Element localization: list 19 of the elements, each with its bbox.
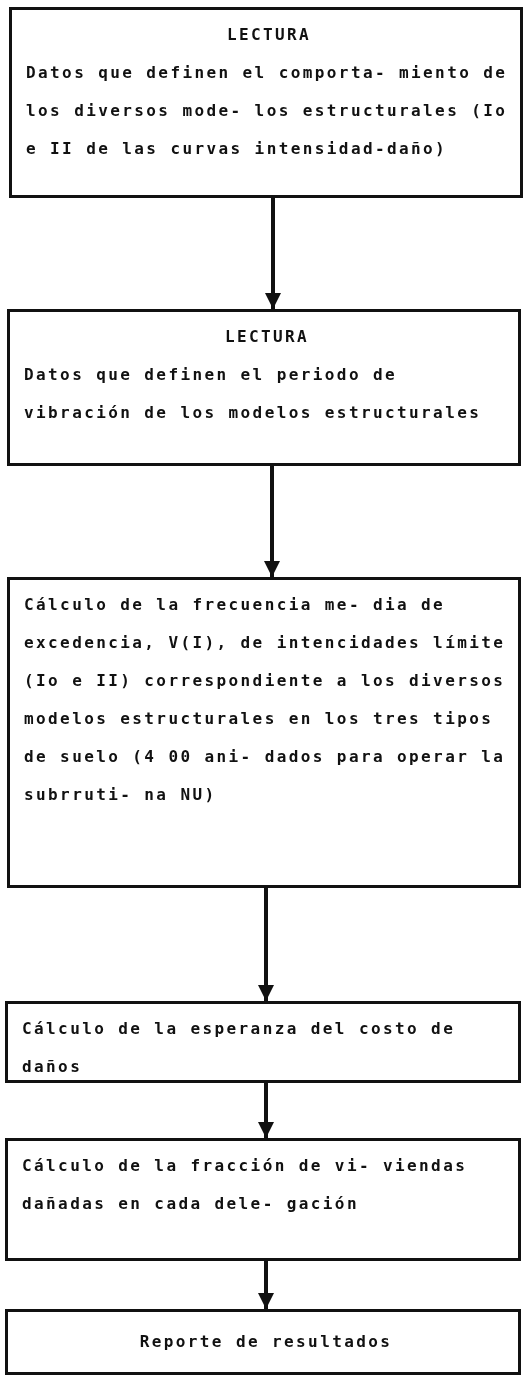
- box-text: Datos que definen el comporta- miento de los diversos mode- los estructurales (Io e II de las curvas intensidad-daño): [26, 62, 509, 160]
- box-heading: LECTURA: [225, 24, 313, 46]
- process-box: [5, 1138, 521, 1261]
- box-text: Cálculo de la fracción de vi- viendas dañadas en cada dele- gación: [22, 1155, 469, 1215]
- box-text: Cálculo de la frecuencia me- dia de excedencia, V(I), de intencidades límite (Io e II) correspondiente a los diversos modelos estructurales en los tres tipos de suelo (4 00 ani- dados para operar la subrruti- na NU): [24, 594, 507, 806]
- process-box: [5, 1001, 521, 1083]
- arrow: [264, 466, 280, 577]
- process-box: [7, 577, 521, 888]
- box-text: Datos que definen el periodo de vibración de los modelos estructurales: [24, 364, 483, 424]
- process-box: [9, 7, 523, 198]
- box-heading: LECTURA: [223, 326, 311, 348]
- arrow: [265, 198, 281, 309]
- arrow: [258, 1261, 274, 1309]
- box-text: Cálculo de la esperanza del costo de daños: [22, 1018, 457, 1078]
- arrow: [258, 1083, 274, 1138]
- process-box: [5, 1309, 521, 1375]
- arrow: [258, 888, 274, 1001]
- box-text: Reporte de resultados: [139, 1331, 393, 1353]
- process-box: [7, 309, 521, 466]
